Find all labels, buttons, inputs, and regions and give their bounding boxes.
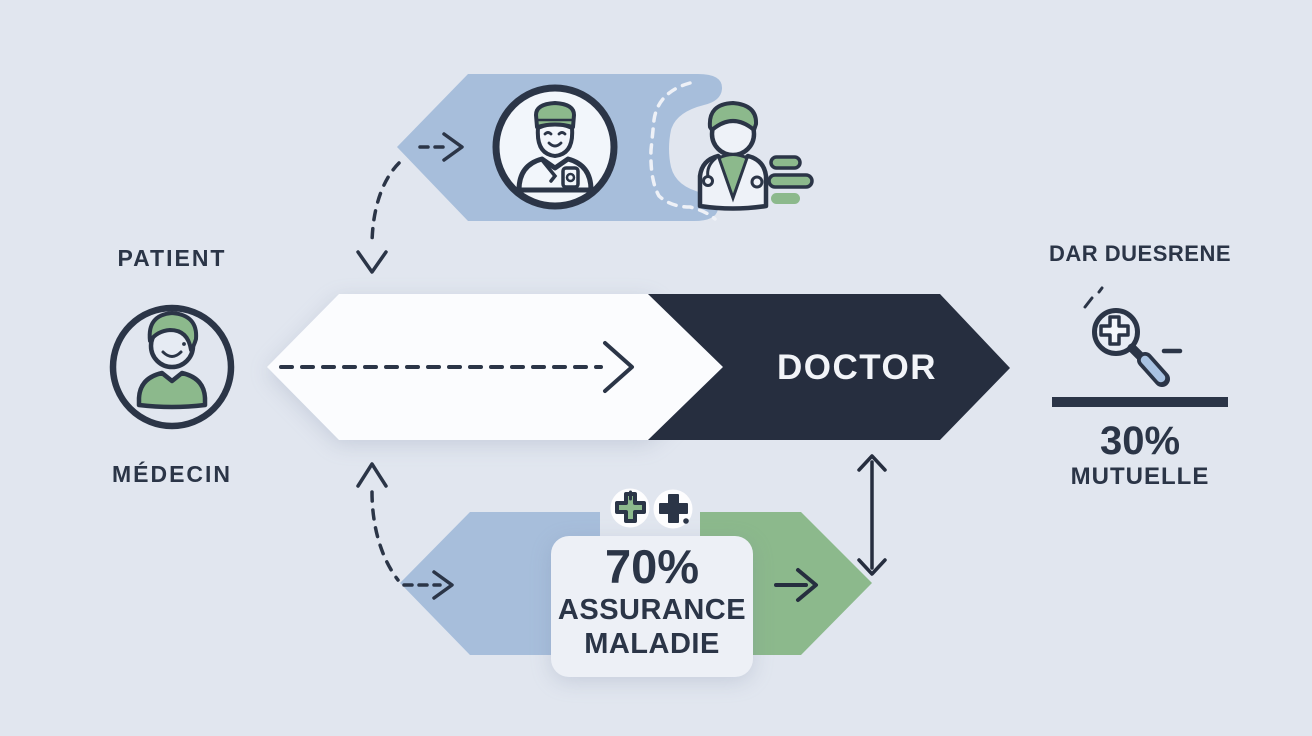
curve-top-to-middle [356, 161, 401, 274]
magnifier-plus-icon [1083, 286, 1183, 387]
patient-label: PATIENT [117, 245, 227, 271]
top-dashed-right-arrow [418, 132, 464, 162]
green-right-arrow [774, 568, 818, 602]
medecin-label: MÉDECIN [111, 461, 233, 487]
assurance-name-line2: MALADIE [584, 628, 720, 660]
middle-navy-arrow-shape [648, 294, 1010, 440]
medical-cross-dark-icon [653, 489, 693, 529]
insurer-heading-label: DAR DUESRENE [1048, 241, 1232, 266]
doctor-avatar-icon [697, 101, 769, 211]
surgeon-avatar-icon [492, 84, 618, 210]
mutuelle-name-label: MUTUELLE [1070, 463, 1210, 490]
assurance-name-line1: ASSURANCE [557, 594, 747, 626]
top-blue-arrow-dashed-edge [649, 81, 717, 221]
mutuelle-percent-label: 30% [1099, 419, 1181, 463]
bottom-blue-arrow-shape [400, 512, 600, 655]
curve-middle-to-bottom [356, 462, 400, 582]
assurance-percent-label: 70% [604, 540, 700, 593]
assurance-panel [551, 536, 753, 677]
vertical-double-arrow [857, 454, 887, 576]
green-list-bars-icon [767, 155, 814, 204]
bottom-dashed-right-arrow [402, 570, 454, 600]
medical-cross-green-icon [610, 488, 650, 528]
doctor-label: DOCTOR [776, 348, 938, 387]
mutuelle-divider [1052, 397, 1228, 407]
middle-dashed-right-arrow [279, 341, 634, 393]
patient-avatar-icon [109, 304, 235, 430]
